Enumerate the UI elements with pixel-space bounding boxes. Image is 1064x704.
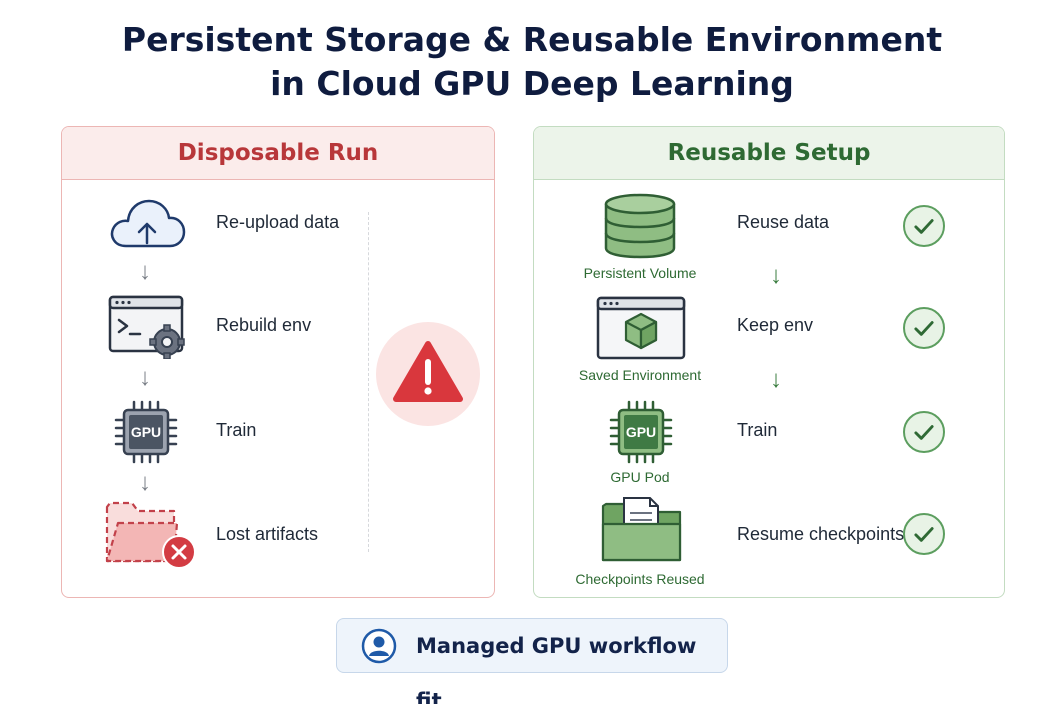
footer-text: Managed GPU workflow fit: [416, 634, 697, 704]
flow-arrow-icon: ↓: [139, 469, 151, 496]
warning-triangle-icon: [376, 322, 480, 426]
step-label-lost-artifacts: Lost artifacts: [216, 524, 319, 544]
reusable-setup-header: Reusable Setup: [534, 127, 1004, 180]
folder-document-icon: [601, 497, 682, 562]
caption-checkpoints-reused: Checkpoints Reused: [575, 571, 705, 587]
gpu-chip-icon: [609, 400, 673, 464]
flow-arrow-icon: ↓: [139, 258, 151, 285]
title-line-1: Persistent Storage & Reusable Environmen…: [121, 20, 943, 59]
flow-arrow-icon: ↓: [770, 262, 782, 289]
title-line-2: in Cloud GPU Deep Learning: [270, 64, 794, 103]
step-label-train: Train: [737, 420, 778, 440]
flow-arrow-icon: ↓: [770, 366, 782, 393]
check-circle-icon: [903, 307, 945, 349]
step-label-rebuild-env: Rebuild env: [216, 315, 312, 335]
step-label-reupload: Re-upload data: [216, 212, 340, 232]
check-circle-icon: [903, 205, 945, 247]
panel-divider: [368, 212, 369, 552]
terminal-gear-icon: [108, 295, 185, 359]
step-label-keep-env: Keep env: [737, 315, 814, 335]
caption-saved-environment: Saved Environment: [578, 367, 702, 383]
step-label-train: Train: [216, 420, 257, 440]
cloud-upload-icon: [110, 199, 186, 248]
caption-gpu-pod: GPU Pod: [610, 469, 670, 485]
gpu-chip-text: GPU: [130, 424, 162, 440]
disposable-run-header: Disposable Run: [62, 127, 494, 180]
gpu-chip-text: GPU: [625, 424, 657, 440]
check-circle-icon: [903, 411, 945, 453]
flow-arrow-icon: ↓: [139, 364, 151, 391]
check-circle-icon: [903, 513, 945, 555]
caption-persistent-volume: Persistent Volume: [583, 265, 697, 281]
user-icon: [361, 628, 397, 664]
folder-error-icon: [105, 501, 196, 569]
database-icon: [604, 193, 676, 259]
step-label-resume-checkpoints: Resume checkpoints: [737, 524, 905, 544]
step-label-reuse-data: Reuse data: [737, 212, 830, 232]
gpu-chip-icon: [114, 400, 178, 464]
window-cube-icon: [596, 296, 686, 360]
managed-workflow-badge: Managed GPU workflow fit: [336, 618, 728, 704]
